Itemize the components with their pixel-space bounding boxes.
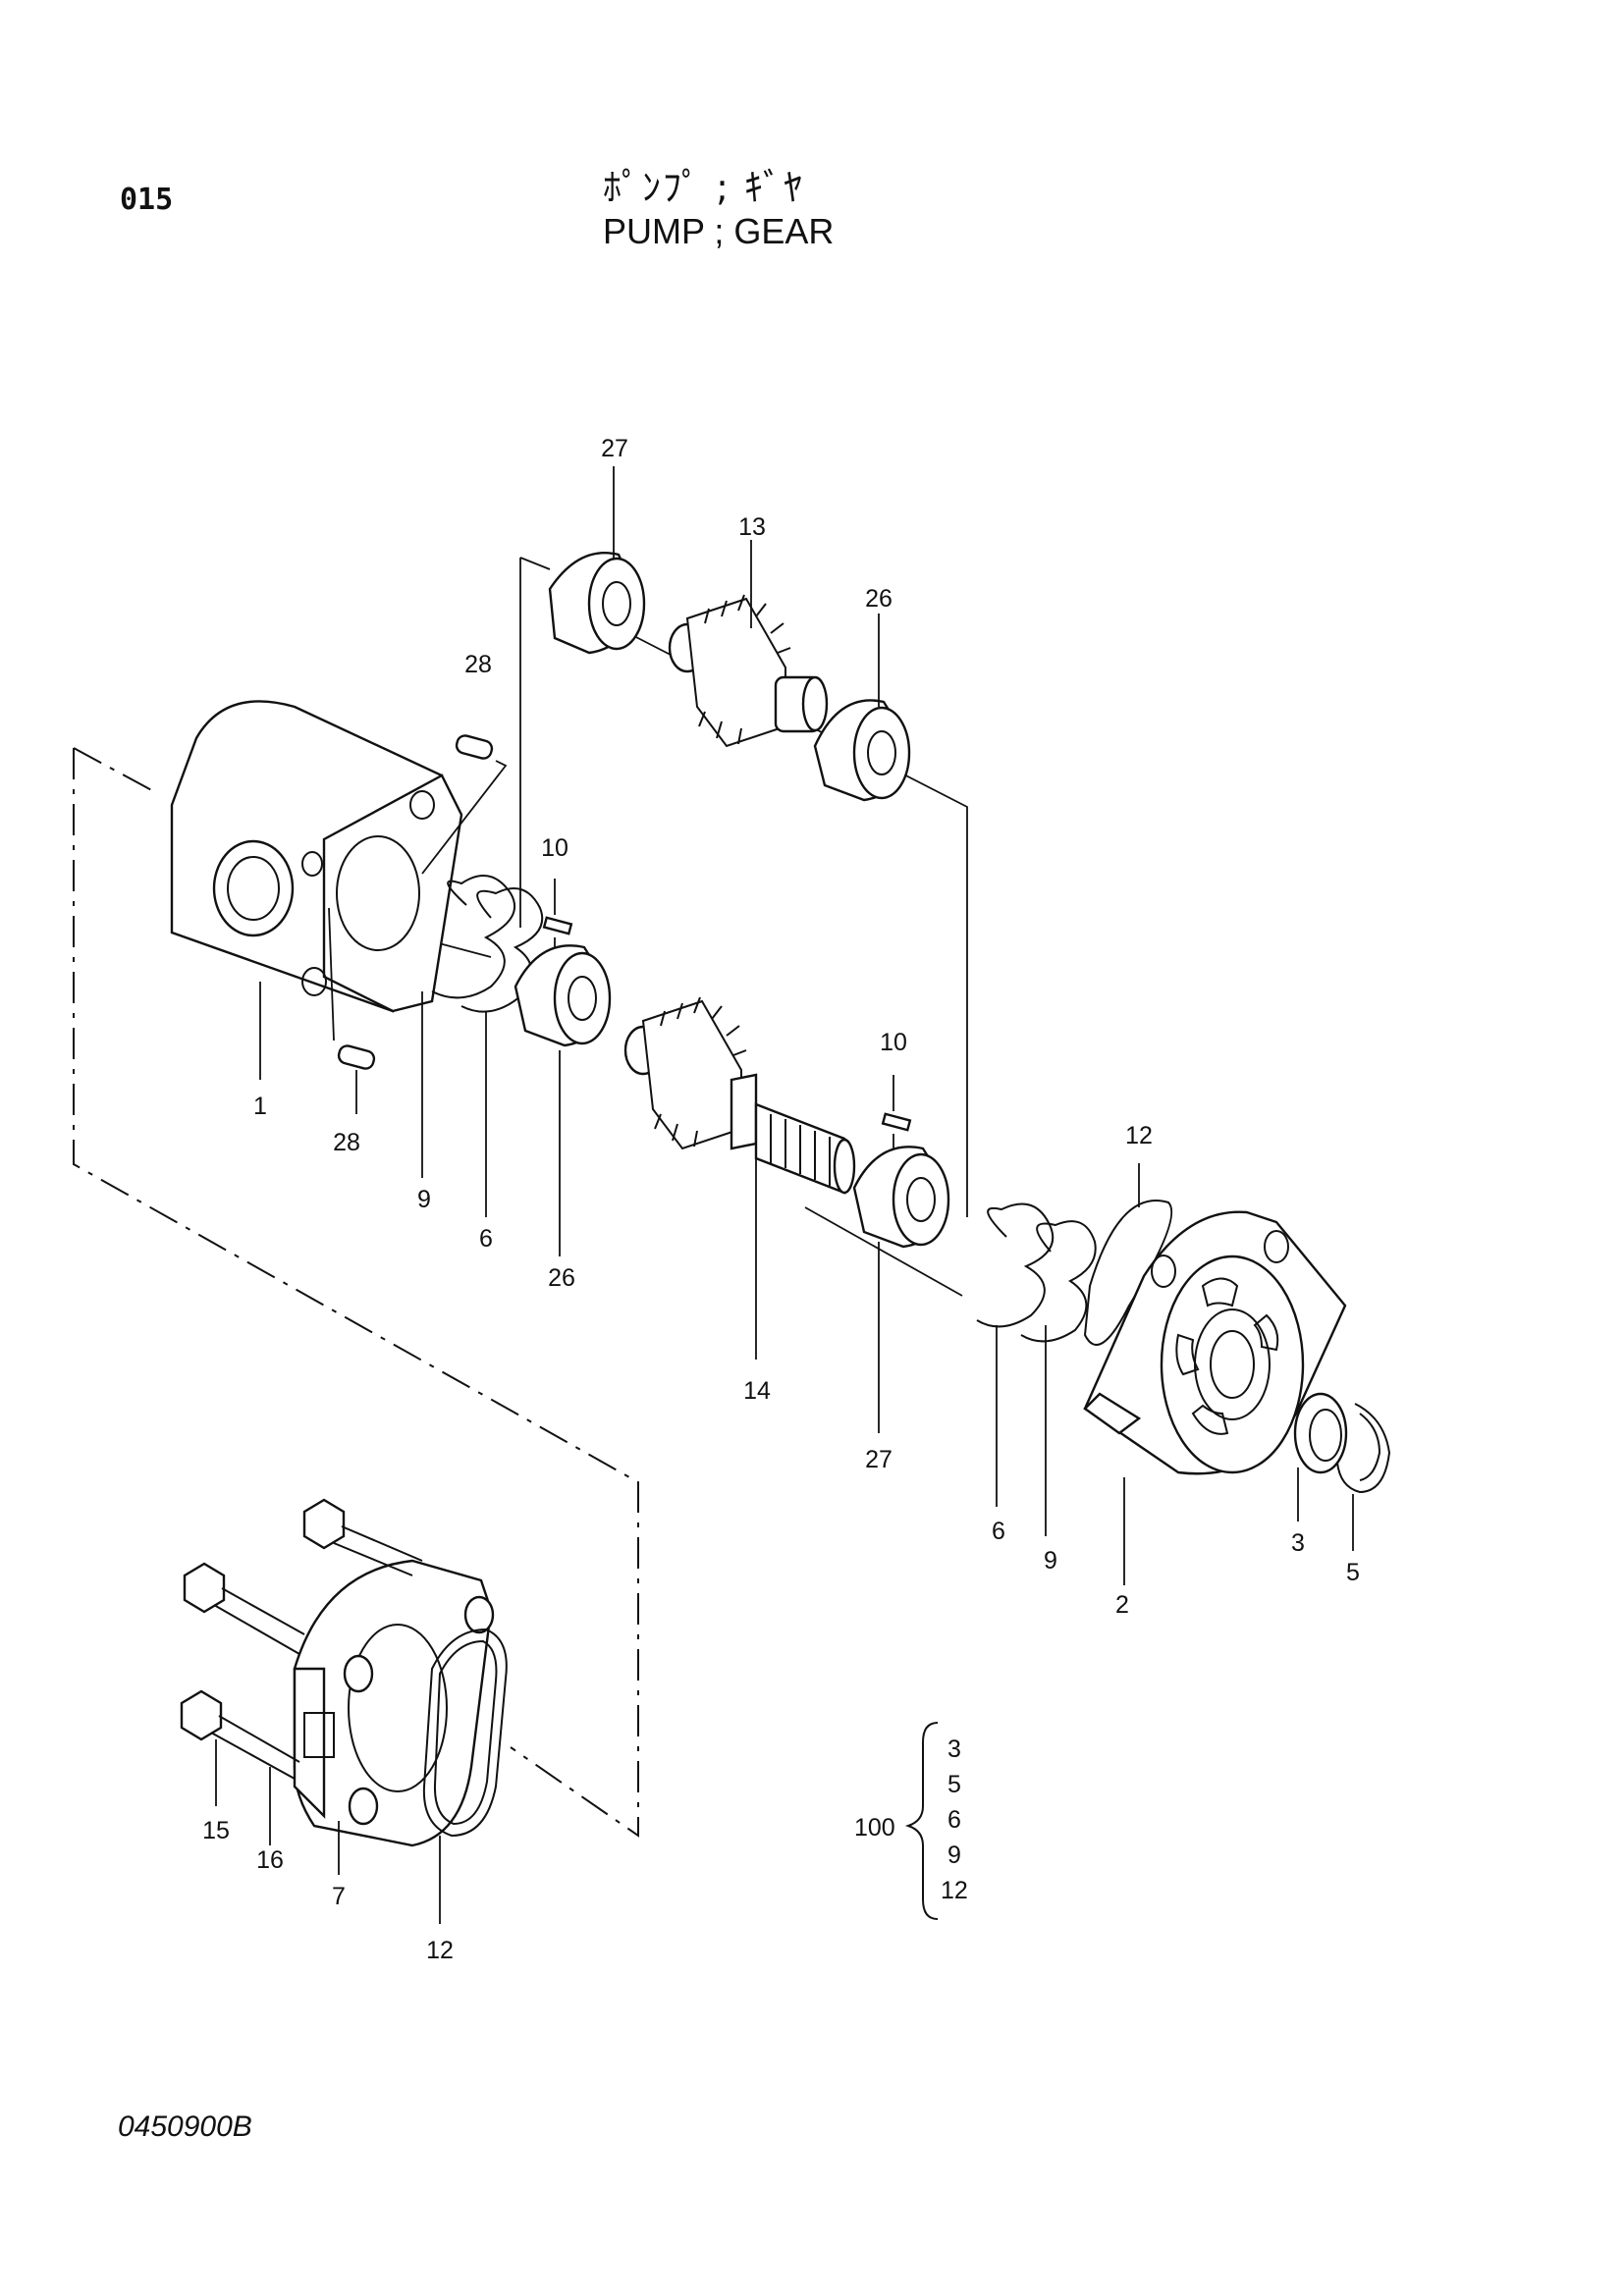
callout-14: 14 [743, 1377, 771, 1405]
callout-2: 2 [1115, 1591, 1129, 1619]
rear-cover [293, 1559, 493, 1875]
callout-10-left: 10 [541, 834, 568, 862]
callout-16: 16 [256, 1846, 284, 1874]
callout-28-top: 28 [464, 651, 492, 678]
bearing-top-right [813, 614, 911, 802]
callout-27-top: 27 [601, 435, 628, 462]
drive-gear-shaft [623, 996, 856, 1360]
kit-item: 6 [947, 1806, 961, 1834]
callout-9-left: 9 [417, 1186, 431, 1213]
callout-26-bottom: 26 [548, 1264, 575, 1292]
bearing-bottom-left [514, 944, 612, 1256]
snap-ring [1336, 1403, 1391, 1551]
hex-bolt-bottom [180, 1689, 300, 1845]
kit-brace [904, 1722, 939, 1920]
kit-list: 100 3 5 6 9 12 [854, 1735, 968, 1904]
oil-seal [1293, 1392, 1348, 1522]
kit-item: 3 [947, 1735, 961, 1763]
callout-10-right: 10 [880, 1029, 907, 1056]
page-title-japanese: ﾎﾟﾝﾌﾟ ; ｷﾞﾔ [603, 166, 804, 209]
callout-13: 13 [738, 513, 766, 541]
o-ring-top [1083, 1163, 1173, 1346]
callout-7: 7 [332, 1883, 346, 1910]
callout-6-left: 6 [479, 1225, 493, 1253]
page-title: PUMP ; GEAR [603, 211, 835, 251]
callout-12-top: 12 [1125, 1122, 1153, 1149]
backup-ring-right [1020, 1220, 1097, 1536]
kit-item: 9 [947, 1842, 961, 1869]
callout-15: 15 [202, 1817, 230, 1844]
kit-item: 5 [947, 1771, 961, 1798]
seal-right [976, 1202, 1055, 1507]
bearing-bottom-right [852, 1146, 950, 1433]
o-ring-bottom [422, 1628, 508, 1924]
bearing-top [548, 466, 646, 655]
callout-28-bottom: 28 [333, 1129, 360, 1156]
callout-labels: 27 13 26 28 10 1 28 9 6 26 10 12 14 27 6… [202, 435, 1360, 1964]
callout-9-right: 9 [1044, 1547, 1057, 1575]
hex-bolt-left [183, 1562, 305, 1655]
dowel-pin-top [421, 734, 508, 875]
kit-number: 100 [854, 1814, 895, 1842]
hex-bolt-top [302, 1498, 423, 1576]
driven-gear [668, 540, 829, 748]
callout-3: 3 [1291, 1529, 1305, 1557]
pump-body [170, 700, 463, 1080]
backup-ring-left [421, 875, 515, 1178]
callout-6-right: 6 [992, 1518, 1005, 1545]
callout-27-bottom: 27 [865, 1446, 893, 1473]
front-cover [1083, 1210, 1347, 1585]
drawing-code: 0450900B [118, 2110, 252, 2143]
kit-item: 12 [941, 1877, 968, 1904]
stud-ends [343, 1595, 495, 1826]
callout-26-top: 26 [865, 585, 893, 613]
dowel-pin-bottom [328, 907, 376, 1114]
callout-1: 1 [253, 1093, 267, 1120]
callout-12-bottom: 12 [426, 1937, 454, 1964]
callout-5: 5 [1346, 1559, 1360, 1586]
page-number: 015 [120, 183, 174, 217]
seal-left [460, 887, 544, 1217]
